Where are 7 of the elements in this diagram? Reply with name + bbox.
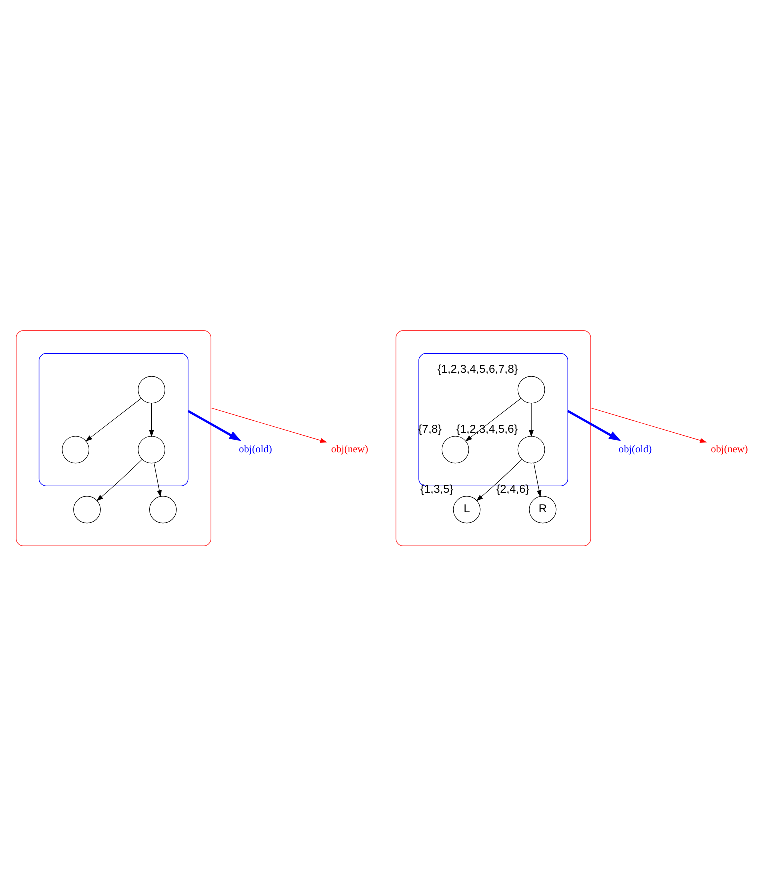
node-text: obj(new) — [711, 444, 748, 455]
node-text: obj(new) — [331, 444, 368, 455]
node-label: {2,4,6} — [496, 484, 530, 496]
node-label: {1,3,5} — [420, 484, 454, 496]
node-text: obj(old) — [239, 444, 272, 455]
node-text: obj(old) — [618, 444, 652, 455]
node-label: {1,2,3,4,5,6,7,8} — [438, 364, 518, 376]
